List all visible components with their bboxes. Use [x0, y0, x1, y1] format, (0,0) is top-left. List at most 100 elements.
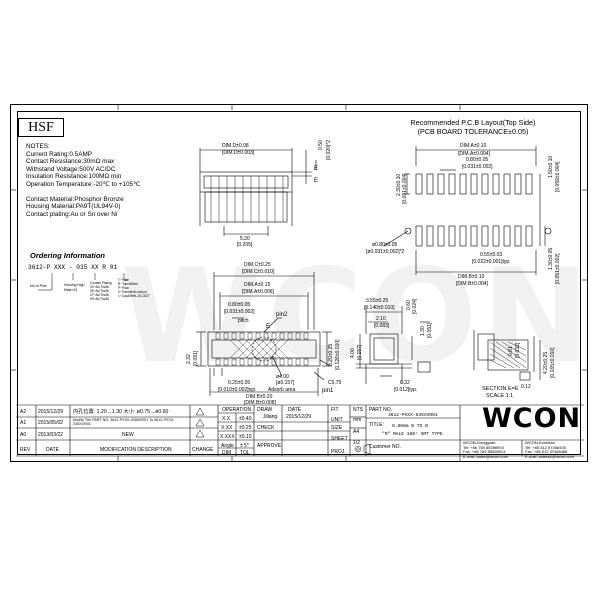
tol-value: ±0.40 [239, 416, 252, 422]
unit-value: mm [353, 417, 362, 423]
pin1-label: pin1 [322, 388, 334, 394]
section-view-drawing [473, 330, 541, 381]
pcb-layout-title: Recommended P.C.B Layout(Top Side) (PCB … [398, 118, 548, 136]
scale-label: SCALE 1:1 [486, 393, 514, 399]
mid-dim-c: DIM.C±0.25 [244, 262, 271, 268]
draw-date: 2015/12/29 [286, 414, 312, 420]
mid-dim-hole-in: [ø0.157] [276, 380, 295, 386]
wcon-logo: WCON [482, 403, 582, 434]
part-no-value: 3612-PXXX-035XXR01 [388, 413, 438, 418]
rev-date-cell: 2013/03/22 [38, 432, 64, 438]
section-dim-012: 0.12 [521, 384, 531, 390]
side-dim-032-in: [0.012]typ. [394, 387, 418, 393]
tol-key: X.XXX [220, 434, 235, 440]
unit-label: UNIT [331, 417, 343, 423]
ordering-legend-plating-line: Contact Plating [90, 281, 112, 285]
rev-date-cell: 2015/12/29 [38, 409, 64, 415]
pcb-dim-b: DIM.B±0.10 [458, 274, 485, 280]
pcb-dim-a: DIM.A±0.10 [460, 143, 487, 149]
side-dim-210-in: [0.083] [374, 323, 390, 329]
ordering-legend-pins: No.of Pins [30, 284, 47, 288]
rev-header-date: DATE [46, 447, 59, 453]
customer-no-label: Customer NO. [369, 444, 401, 450]
pcb-dim-hole: ø0.80±0.05 [372, 242, 398, 248]
mid-dim-025: 0.25±0.05 [228, 380, 251, 386]
rev-desc-cell: NEW [122, 432, 134, 438]
drawing-frame [10, 104, 588, 462]
pcb-layout-subtitle-line: (PCB BOARD TOLERANCE±0.05) [417, 127, 529, 136]
title-block-grid [16, 404, 584, 457]
side-dim-060-in: [0.024] [412, 298, 418, 314]
mid-dim-232: 2.32 [186, 354, 192, 364]
section-mark-e-mid: E [266, 324, 271, 330]
mid-dim-c-in: [DIM.C±0.010] [242, 269, 275, 275]
section-mark-e-bottom: E [314, 178, 319, 184]
pcb-dim-150-in: [0.059±0.004] [555, 161, 561, 192]
drawing-inner-frame [17, 111, 581, 455]
notes-block: NOTES: Current Rating:0.5AMP Contact Res… [26, 143, 140, 218]
ordering-legend-plating-line: 03~Au/Tin/All [90, 285, 109, 289]
ordering-legend-packing-line: R~Tape&Reel [118, 282, 138, 286]
note-line: Contact Material:Phosphor Bronze [26, 195, 124, 203]
tol-value: ±0.10 [239, 434, 252, 440]
tol-key: X.XX [221, 425, 233, 431]
note-line: Insulation Resistance:100MΩ min [26, 173, 122, 181]
dim-header: DIM [222, 450, 232, 456]
note-line: NOTES: [26, 143, 50, 150]
date-label: DATE [288, 407, 301, 413]
pcb-dim-150: 1.50±0.10 [548, 155, 554, 178]
side-dim-130-in: [0.051] [427, 322, 433, 338]
ordering-legend-packing-line: P~Pack [118, 286, 130, 290]
company-dongguan-name: WCON-Dongguan [463, 440, 496, 445]
check-label: CHECK [257, 425, 275, 431]
company-kunshan-tel: Tel: +86 512 57468435 [525, 444, 566, 450]
draw-label: DRAW [257, 407, 273, 413]
rev-cell: A1 [20, 420, 27, 426]
side-dim-032: 0.32 [400, 380, 410, 386]
side-dim-355-in: [0.140±0.010] [364, 305, 395, 311]
rev-date-cell: 2015/05/02 [38, 420, 64, 426]
mid-dim-hole: ø4.00 [276, 374, 289, 380]
projection-symbol-icon [354, 443, 371, 455]
pcb-dim-055: 0.55±0.03 [480, 252, 503, 258]
company-dongguan-tel: Tel: +86 769 85396903 [463, 444, 504, 450]
title-line2: "M" MALE 180° SMT TYPE [382, 432, 443, 437]
ordering-legend-height-value: Male=03 [64, 288, 78, 292]
pcb-dim-055-in: [0.022±0.001]typ. [472, 259, 511, 265]
dim-520-in: [0.205] [237, 242, 253, 248]
part-no-label: PART NO. [369, 407, 393, 413]
mid-dim-080-in: [0.031±0.002] [224, 309, 255, 315]
ordering-leaders [38, 273, 128, 291]
proj-label: PROJ. [331, 449, 346, 455]
rev-header-desc: MODIFICATION DESCRIPTION [100, 447, 172, 453]
bottom-view-drawing [196, 272, 332, 396]
rev-header-change: CHANGE [192, 447, 214, 453]
ordering-legend-plating: Contact Plating 03~Au/Tin/All 05~Au/Tin/… [90, 281, 112, 301]
company-dongguan-mail: E-mail: sales@wcon.com [463, 453, 508, 459]
section-dim-420-in: [0.165±0.010] [550, 347, 556, 378]
dim-top-height-in: [0.020]*2 [326, 139, 332, 160]
rev-header: REV [20, 447, 31, 453]
note-line: Current Rating:0.5AMP [26, 150, 93, 158]
approve-label: APPROVE [257, 443, 282, 449]
pcb-dim-080-in: [0.031±0.002] [462, 164, 493, 170]
side-dim-355: 3.55±0.25 [366, 298, 389, 304]
section-label: SECTION E=E [482, 386, 519, 392]
mid-dim-b-in: [DIM.B±0.008] [244, 400, 276, 406]
dim-top-height: 0.50 [318, 140, 324, 150]
pcb-dim-hole-in: [ø0.031±0.002]*2 [366, 249, 405, 255]
side-view-drawing [356, 306, 431, 384]
sheet-value: 1/2 [353, 440, 360, 446]
company-kunshan-name: WCON-Kunshan [525, 440, 555, 445]
side-dim-210: 2.10 [376, 316, 386, 322]
operation-title: OPERATION [222, 407, 252, 413]
title-line1: 0.80mm B TO B [392, 424, 428, 429]
dim-520: 5.20 [240, 236, 250, 242]
warning-triangles [195, 407, 205, 438]
ordering-legend-plating-line: 07~Au/Tin/All [90, 293, 109, 297]
mid-dim-b: DIM.B±0.20 [246, 394, 273, 400]
note-line: Operation Temperature:-20℃ to +105℃ [26, 180, 141, 188]
mid-dim-025-in: [0.010±0.002]typ. [218, 387, 257, 393]
